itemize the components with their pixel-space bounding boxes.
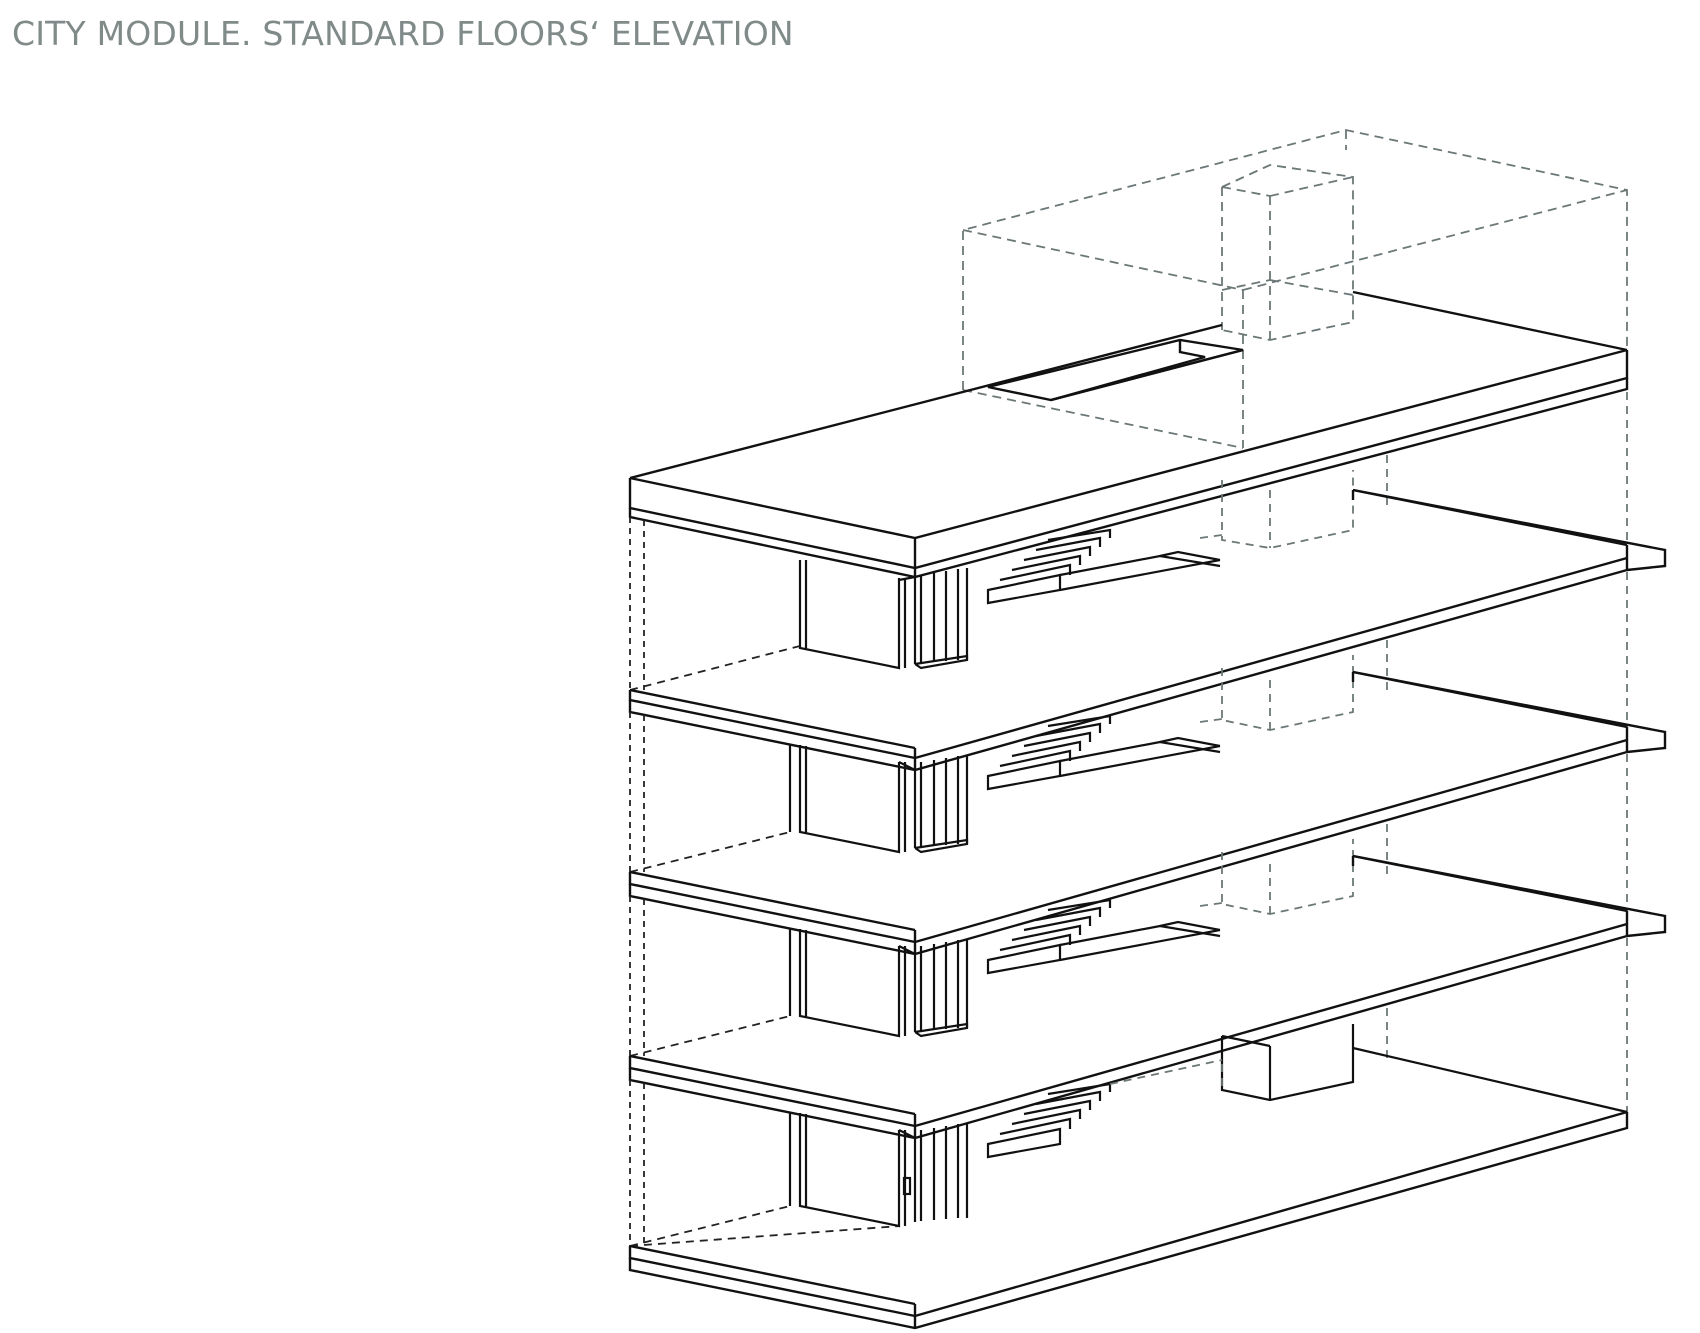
floor-level-2 [628,572,1667,956]
roof-slab [628,290,1629,579]
rooftop-volume-outline [962,129,1628,449]
floor-level-3 [628,754,1667,1140]
page-title: CITY MODULE. STANDARD FLOORS‘ ELEVATION [12,14,794,53]
floor-level-1 [628,392,1667,772]
floor-level-4 [628,938,1629,1330]
